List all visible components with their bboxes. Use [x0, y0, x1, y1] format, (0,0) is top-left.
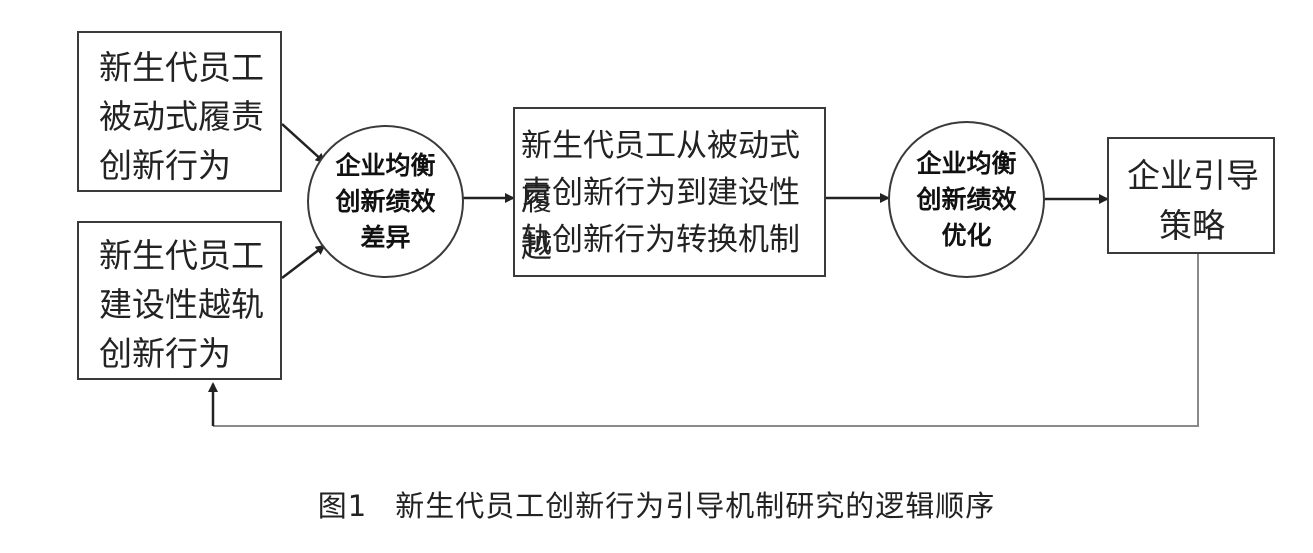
box-constructive-line-3: 创新行为: [99, 334, 231, 373]
arrow-passive-to-difference: [281, 123, 326, 164]
feedback-line: [213, 254, 1199, 427]
box-constructive-line-1: 新生代员工: [99, 236, 264, 275]
box-passive-line-3: 创新行为: [99, 146, 231, 185]
box-mechanism-line-3: 轨创新行为转换机制: [521, 222, 800, 258]
box-passive-innovation: 新生代员工 被动式履责 创新行为: [77, 31, 282, 192]
circle-optimization-line-3: 优化: [941, 220, 992, 250]
box-strategy-line-2: 策略: [1159, 206, 1225, 245]
circle-performance-optimization: 企业均衡 创新绩效 优化: [888, 121, 1045, 278]
box-passive-line-2: 被动式履责: [99, 97, 264, 136]
box-guidance-strategy: 企业引导 策略: [1107, 137, 1275, 254]
circle-performance-difference: 企业均衡 创新绩效 差异: [307, 125, 464, 278]
box-transformation-mechanism: 新生代员工从被动式履 责创新行为到建设性越 轨创新行为转换机制: [513, 107, 826, 277]
figure-number: 图1: [317, 489, 368, 523]
circle-difference-line-1: 企业均衡: [335, 150, 436, 180]
box-constructive-innovation: 新生代员工 建设性越轨 创新行为: [77, 221, 282, 380]
arrow-constructive-to-difference: [281, 244, 326, 279]
box-mechanism-line-1: 新生代员工从被动式履: [521, 128, 800, 218]
box-strategy-line-1: 企业引导: [1127, 156, 1259, 195]
circle-difference-line-3: 差异: [360, 222, 411, 252]
figure-caption: 图1 新生代员工创新行为引导机制研究的逻辑顺序: [0, 483, 1313, 525]
circle-difference-line-2: 创新绩效: [335, 186, 436, 216]
box-mechanism-line-2: 责创新行为到建设性越: [521, 175, 800, 265]
circle-optimization-line-2: 创新绩效: [916, 184, 1017, 214]
figure-title: 新生代员工创新行为引导机制研究的逻辑顺序: [395, 489, 996, 523]
box-passive-line-1: 新生代员工: [99, 48, 264, 87]
circle-difference-text: 企业均衡 创新绩效 差异: [335, 148, 435, 256]
box-constructive-line-2: 建设性越轨: [99, 285, 264, 324]
circle-optimization-text: 企业均衡 创新绩效 优化: [916, 146, 1016, 254]
circle-optimization-line-1: 企业均衡: [916, 148, 1017, 178]
